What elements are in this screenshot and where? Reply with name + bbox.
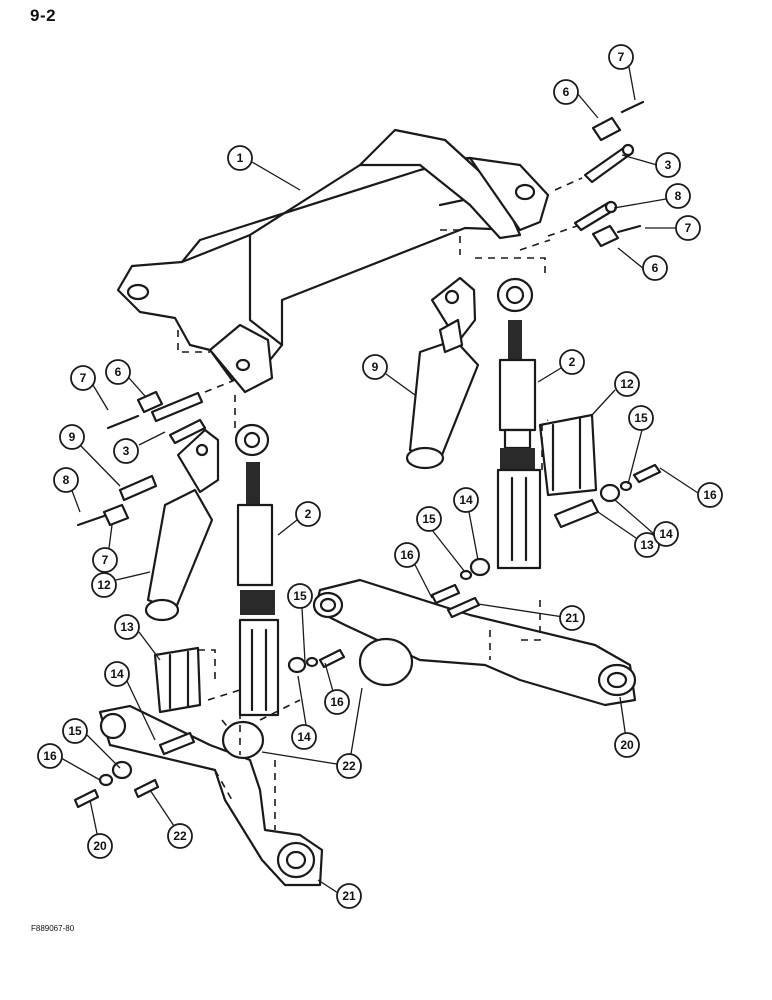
svg-text:7: 7	[80, 371, 87, 385]
svg-text:6: 6	[115, 365, 122, 379]
svg-text:7: 7	[618, 50, 625, 64]
callout-12: 13	[114, 614, 140, 640]
svg-text:12: 12	[97, 578, 111, 592]
svg-text:15: 15	[68, 724, 82, 738]
callout-7: 7	[608, 44, 634, 70]
svg-text:1: 1	[237, 151, 244, 165]
callout-15: 15	[287, 583, 313, 609]
callout-8: 9	[59, 424, 85, 450]
callout-21: 22	[167, 823, 193, 849]
svg-text:21: 21	[342, 889, 356, 903]
figure-code: F889067-80	[31, 924, 75, 933]
page-number: 9-2	[30, 6, 57, 25]
svg-text:8: 8	[675, 189, 682, 203]
callout-2: 2	[559, 349, 585, 375]
svg-text:2: 2	[569, 355, 576, 369]
svg-text:7: 7	[685, 221, 692, 235]
callout-14: 14	[453, 487, 479, 513]
callout-14: 15	[62, 718, 88, 744]
callout-2: 2	[295, 501, 321, 527]
svg-text:12: 12	[620, 377, 634, 391]
right-cylinder	[405, 276, 480, 470]
svg-text:16: 16	[330, 695, 344, 709]
svg-text:6: 6	[563, 85, 570, 99]
callout-20: 20	[614, 732, 640, 758]
right-lift-link	[496, 277, 598, 570]
svg-text:16: 16	[400, 548, 414, 562]
svg-text:14: 14	[110, 667, 124, 681]
cross-beam	[116, 128, 550, 394]
callout-9: 9	[362, 354, 388, 380]
callout-20: 21	[336, 883, 362, 909]
callout-22: 22	[336, 753, 362, 779]
svg-text:15: 15	[634, 411, 648, 425]
svg-text:7: 7	[102, 553, 109, 567]
svg-text:14: 14	[297, 730, 311, 744]
left-lift-link	[153, 423, 280, 717]
svg-text:14: 14	[659, 527, 673, 541]
callout-21: 21	[559, 605, 585, 631]
callout-13: 13	[634, 532, 660, 558]
svg-text:3: 3	[123, 444, 130, 458]
svg-text:22: 22	[342, 759, 356, 773]
svg-text:8: 8	[63, 473, 70, 487]
svg-text:20: 20	[620, 738, 634, 752]
svg-text:3: 3	[665, 158, 672, 172]
callout-16: 16	[394, 542, 420, 568]
callout-6: 6	[105, 359, 131, 385]
svg-text:15: 15	[422, 512, 436, 526]
callout-16: 20	[87, 833, 113, 859]
callout-14: 14	[291, 724, 317, 750]
left-lower-arm	[73, 704, 324, 887]
callout-1: 1	[227, 145, 253, 171]
left-cylinder	[144, 428, 220, 622]
svg-text:13: 13	[640, 538, 654, 552]
svg-text:22: 22	[173, 829, 187, 843]
callout-13: 14	[104, 661, 130, 687]
alignment-lines	[177, 229, 551, 830]
callout-16: 16	[324, 689, 350, 715]
callout-8: 8	[665, 183, 691, 209]
callout-6: 6	[642, 255, 668, 281]
callout-3: 3	[113, 438, 139, 464]
callout-6: 6	[553, 79, 579, 105]
callout-7: 7	[70, 365, 96, 391]
callout-14: 14	[653, 521, 679, 547]
callout-15: 15	[628, 405, 654, 431]
svg-text:15: 15	[293, 589, 307, 603]
callout-15: 15	[416, 506, 442, 532]
callout-9: 12	[91, 572, 117, 598]
right-hardware	[287, 463, 662, 674]
callout-6: 7	[92, 547, 118, 573]
svg-text:9: 9	[69, 430, 76, 444]
svg-text:6: 6	[652, 261, 659, 275]
callout-7: 8	[53, 467, 79, 493]
svg-text:2: 2	[305, 507, 312, 521]
left-pins	[76, 377, 241, 527]
leader-lines	[60, 66, 699, 894]
svg-text:9: 9	[372, 360, 379, 374]
right-lower-arm	[312, 578, 637, 707]
callout-7: 7	[675, 215, 701, 241]
callout-12: 12	[614, 371, 640, 397]
callout-3: 3	[655, 152, 681, 178]
callout-15: 16	[37, 743, 63, 769]
svg-text:20: 20	[93, 839, 107, 853]
svg-text:16: 16	[43, 749, 57, 763]
right-pins	[547, 100, 645, 248]
callout-16: 16	[697, 482, 723, 508]
svg-text:13: 13	[120, 620, 134, 634]
svg-text:14: 14	[459, 493, 473, 507]
svg-text:21: 21	[565, 611, 579, 625]
svg-text:16: 16	[703, 488, 717, 502]
